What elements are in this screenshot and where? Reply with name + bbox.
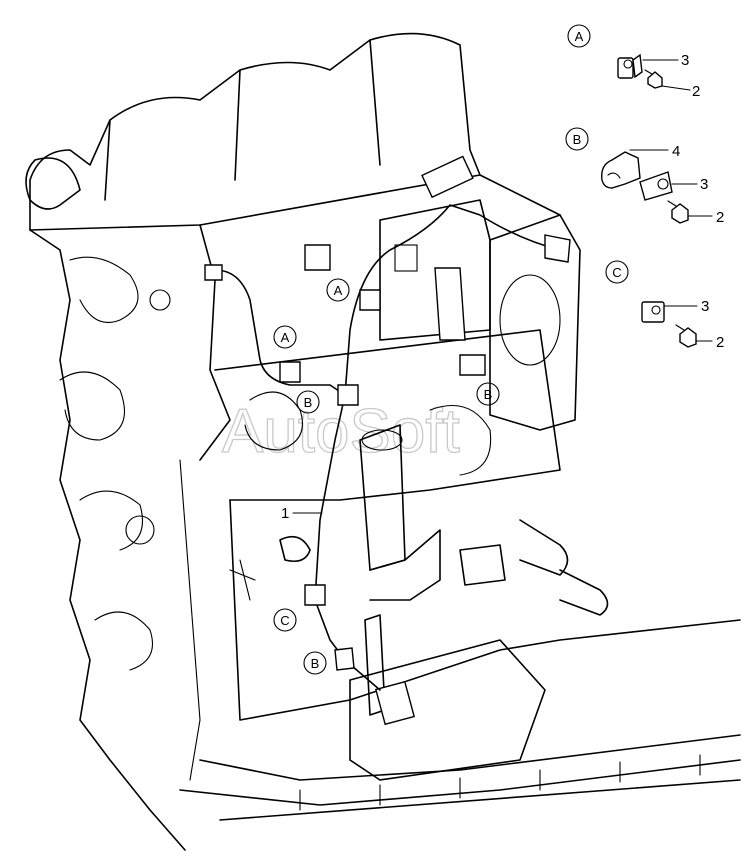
callout-c1: C xyxy=(273,608,297,632)
detail-c: C 3 2 xyxy=(605,260,724,351)
bolt-icon xyxy=(679,327,697,348)
detail-a-part-3: 3 xyxy=(681,52,689,69)
detail-a: A 3 2 xyxy=(567,24,700,100)
detail-b-part-4: 4 xyxy=(672,143,680,160)
callout-a1-label: A xyxy=(334,283,343,298)
wiring-harness xyxy=(204,155,571,691)
callout-part1: 1 xyxy=(281,505,323,522)
detail-b-part-3: 3 xyxy=(700,176,708,193)
detail-c-part-3: 3 xyxy=(701,298,709,315)
detail-a-letter: A xyxy=(575,29,584,44)
callout-a1: A xyxy=(326,278,350,302)
callout-a2: A xyxy=(273,325,297,349)
detail-c-letter: C xyxy=(612,265,621,280)
detail-b: B 4 3 2 xyxy=(565,127,724,226)
detail-a-part-2: 2 xyxy=(692,83,700,100)
detail-b-part-2: 2 xyxy=(716,209,724,226)
bolt-icon xyxy=(647,71,663,89)
bracket-icon xyxy=(601,151,641,189)
clamp-icon xyxy=(617,57,634,79)
engine-callouts: A A B B B C 1 xyxy=(273,278,500,675)
engine-block xyxy=(25,32,741,851)
callout-b2-label: B xyxy=(484,387,493,402)
detail-b-letter: B xyxy=(573,132,582,147)
part-1-label: 1 xyxy=(281,505,289,522)
callout-b2: B xyxy=(476,382,500,406)
detail-c-part-2: 2 xyxy=(716,334,724,351)
callout-b3-label: B xyxy=(311,656,320,671)
callout-b1-label: B xyxy=(304,395,313,410)
callout-c1-label: C xyxy=(280,613,289,628)
callout-a2-label: A xyxy=(281,330,290,345)
callout-b3: B xyxy=(303,651,327,675)
callout-b1: B xyxy=(296,390,320,414)
bolt-icon xyxy=(671,203,689,224)
watermark: AutoSoft xyxy=(222,397,460,466)
